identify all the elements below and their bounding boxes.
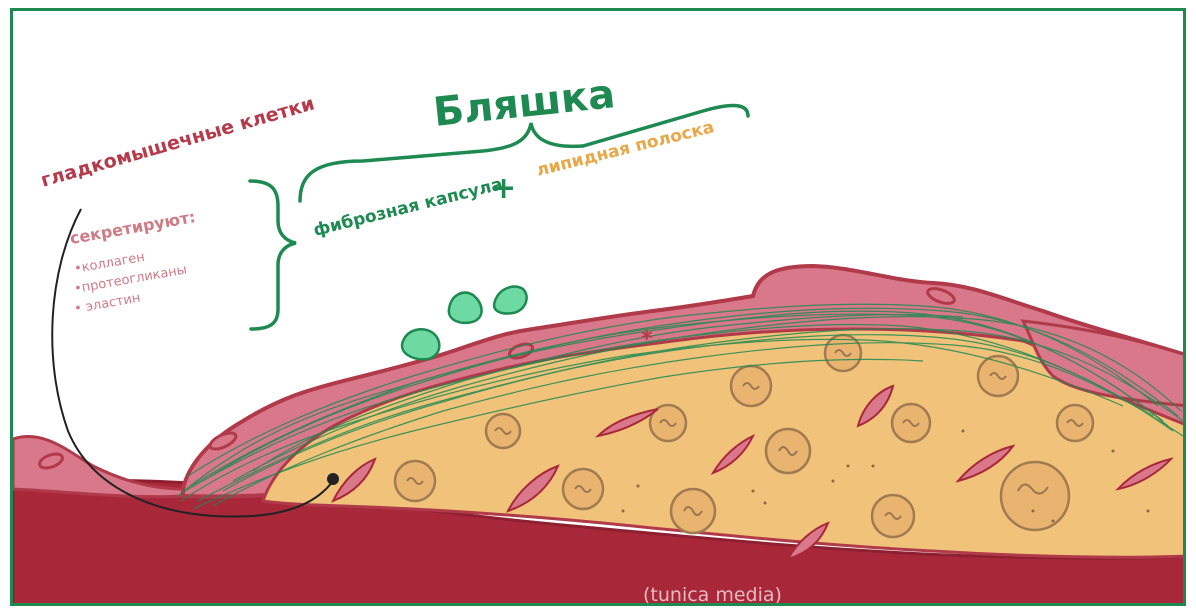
speckle	[637, 485, 640, 488]
speckle	[1052, 520, 1055, 523]
speckle	[847, 465, 850, 468]
smc-secretes-label: секретируют:	[68, 207, 196, 248]
smc-title: гладкомышечные клетки	[38, 93, 317, 192]
speckle	[832, 480, 835, 483]
plaque-title: Бляшка	[431, 71, 617, 136]
asterisk-mark: *	[641, 327, 653, 352]
foam-cell	[1001, 462, 1069, 530]
matrix-blob	[402, 329, 439, 359]
plus-sign: +	[491, 171, 516, 206]
matrix-blob	[494, 287, 527, 314]
plaque-diagram: * Бляшка фиброзная капсула + липидная по…	[13, 11, 1186, 606]
speckle	[872, 465, 875, 468]
speckle	[1032, 510, 1035, 513]
speckle	[752, 490, 755, 493]
diagram-frame: * Бляшка фиброзная капсула + липидная по…	[10, 8, 1186, 606]
speckle	[1112, 450, 1115, 453]
speckle	[962, 430, 965, 433]
speckle	[622, 510, 625, 513]
left-intima	[13, 436, 183, 496]
fibrous-cap-label: фиброзная капсула	[311, 174, 504, 240]
tunica-media-label: (tunica media)	[643, 584, 782, 606]
speckle	[764, 502, 767, 505]
smc-pointer-dot	[327, 473, 339, 485]
lipid-streak-label: липидная полоска	[534, 117, 716, 181]
matrix-blob	[449, 293, 482, 323]
curly-brace-left	[250, 181, 296, 329]
speckle	[1147, 510, 1150, 513]
